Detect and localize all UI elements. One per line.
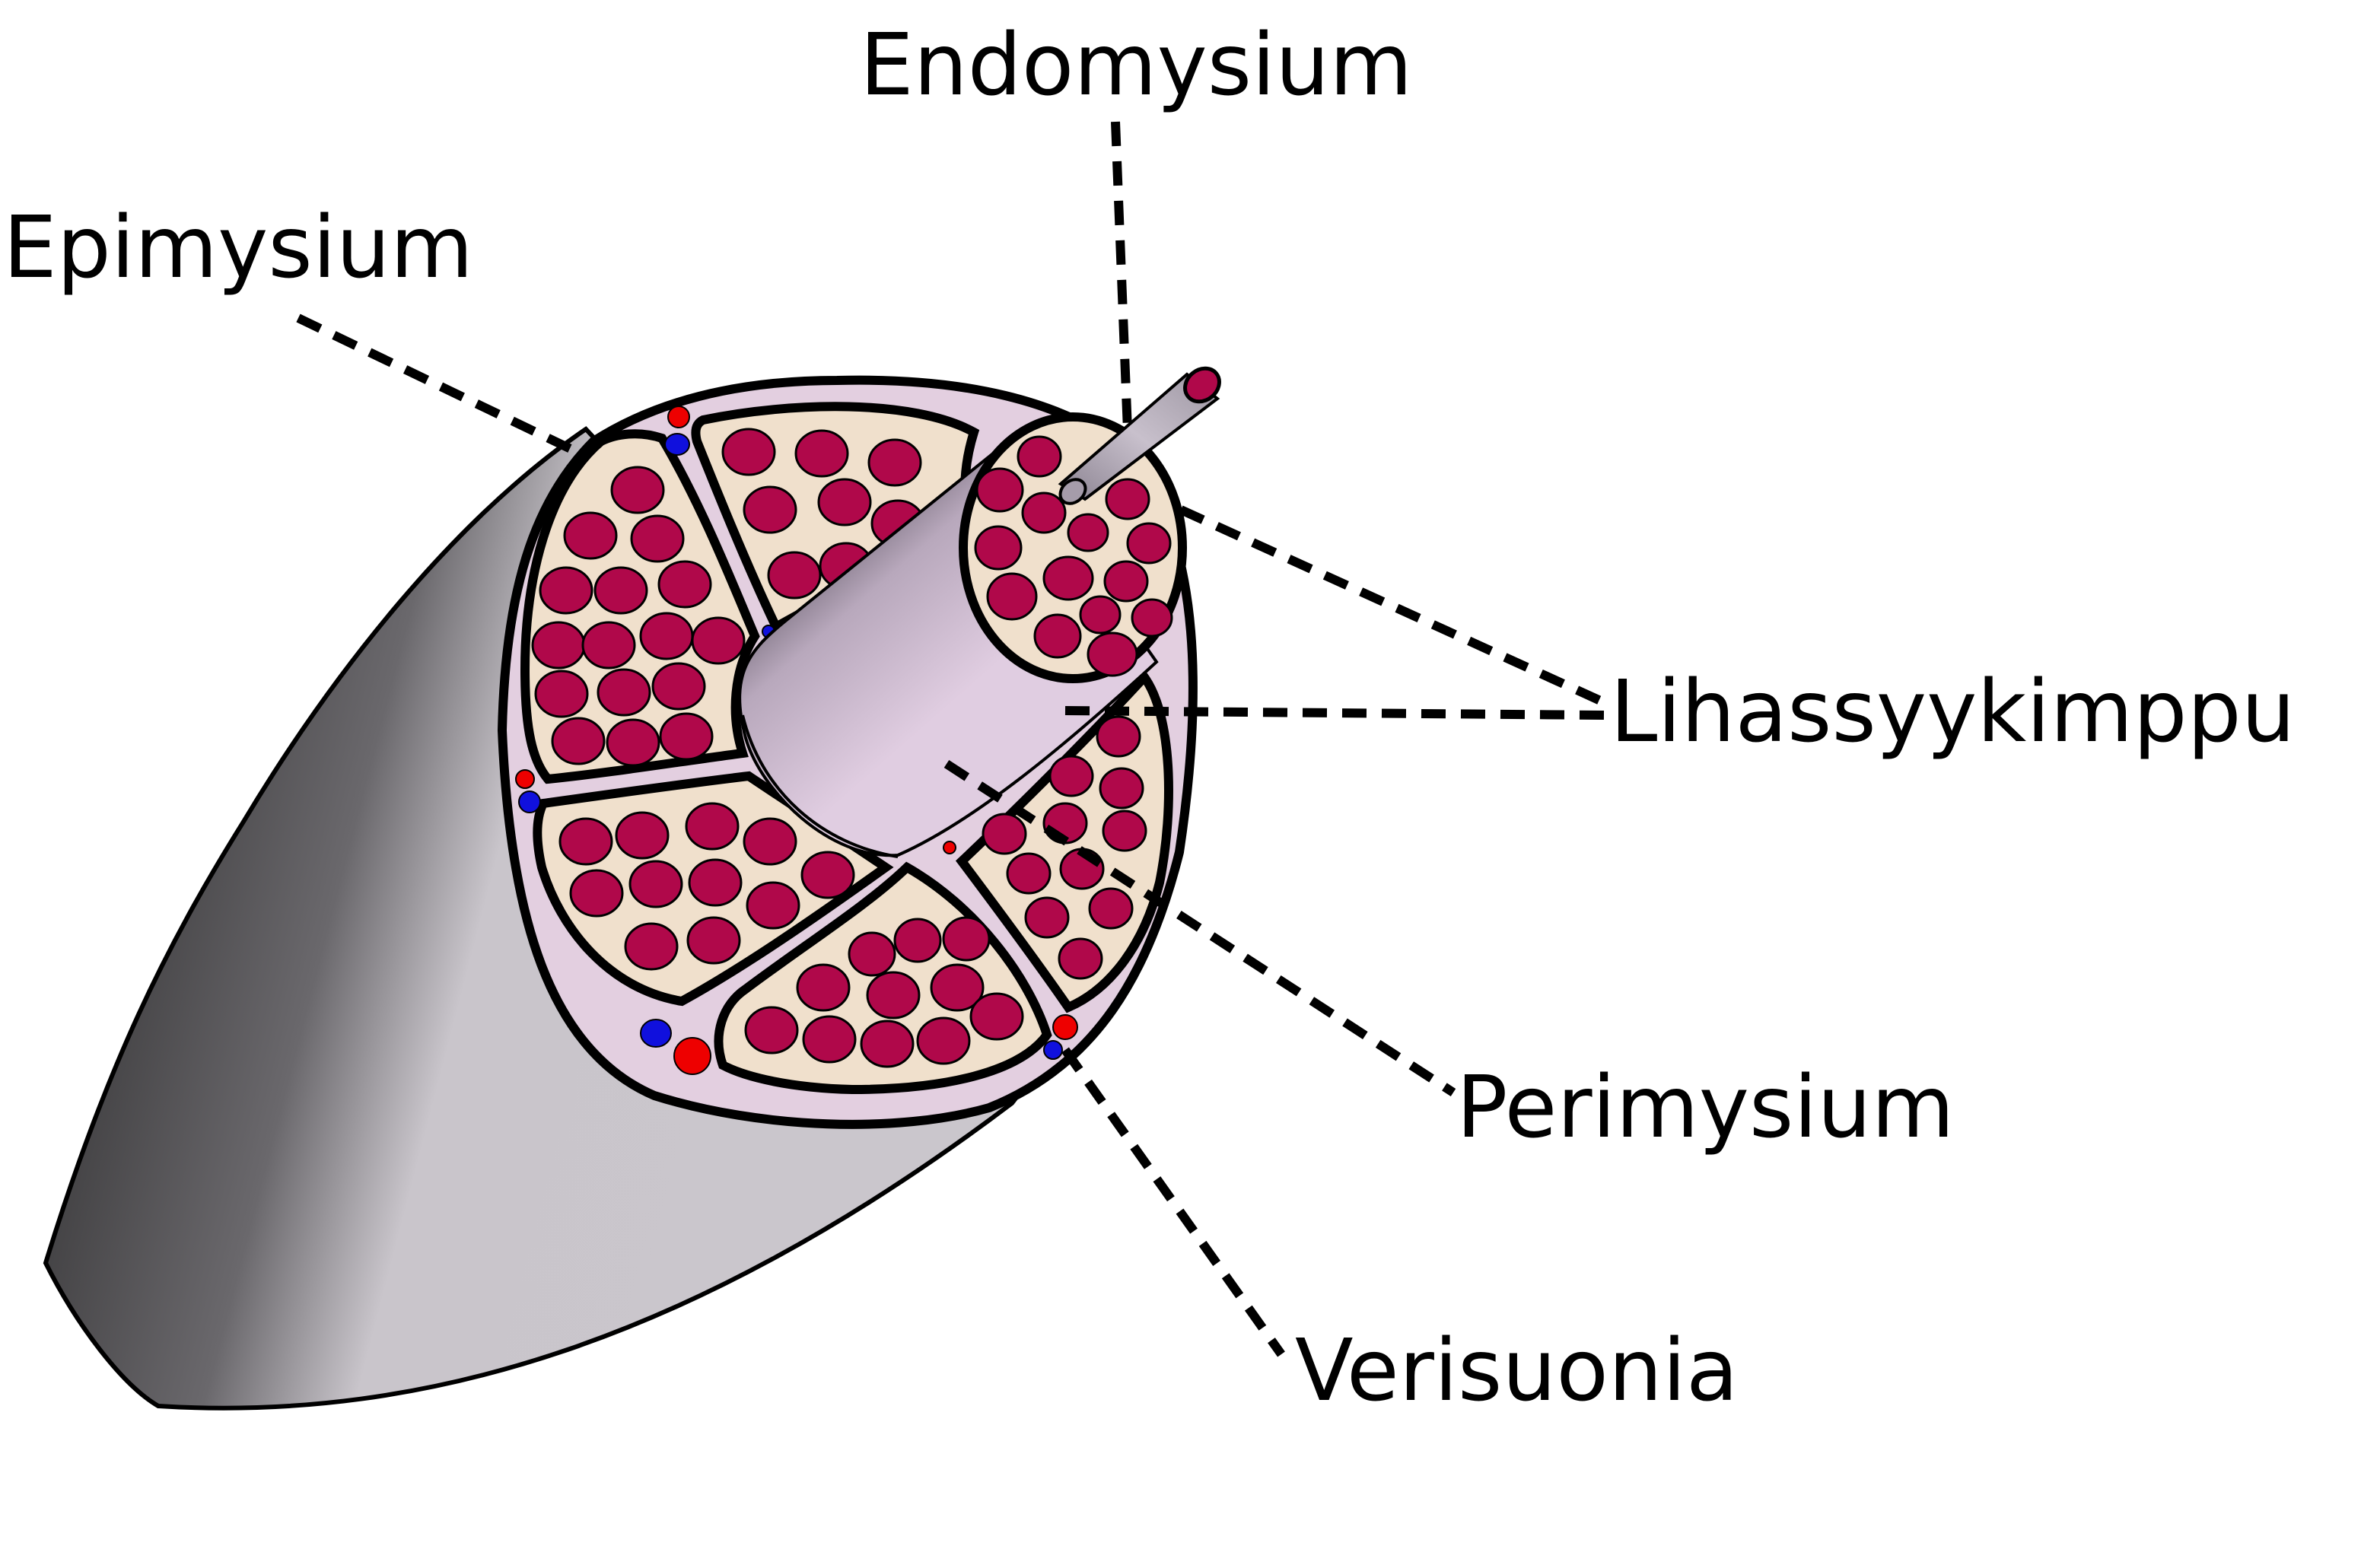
label-blood-vessels: Verisuonia [1295, 1322, 1739, 1420]
muscle-fiber [1058, 366, 1221, 505]
leader-perimysium [943, 759, 1456, 1097]
leader-fascicle-upper [1179, 505, 1608, 708]
artery [1052, 1014, 1078, 1040]
leader-fascicle-lower [1064, 706, 1606, 720]
artery [673, 1037, 711, 1075]
vein [518, 790, 541, 813]
leader-endomysium [1111, 121, 1132, 431]
fascicle-end-cap [959, 412, 1187, 683]
leader-lines [296, 121, 1608, 1357]
leader-epimysium [296, 313, 573, 453]
artery [667, 406, 690, 428]
vein [640, 1019, 672, 1048]
label-fascicle: Lihassyykimppu [1610, 663, 2296, 762]
fascicle-lower-left [533, 771, 894, 1007]
label-endomysium: Endomysium [860, 16, 1412, 115]
label-epimysium: Epimysium [3, 199, 473, 297]
artery [943, 841, 956, 854]
artery [515, 769, 535, 789]
label-perimysium: Perimysium [1456, 1058, 1955, 1157]
leader-blood-vessels [1061, 1047, 1285, 1357]
vein [664, 433, 690, 456]
fascicle-left [520, 429, 760, 784]
blood-vessels [515, 406, 1078, 1075]
fascicle-bottom [714, 861, 1052, 1095]
vein [1043, 1040, 1063, 1060]
